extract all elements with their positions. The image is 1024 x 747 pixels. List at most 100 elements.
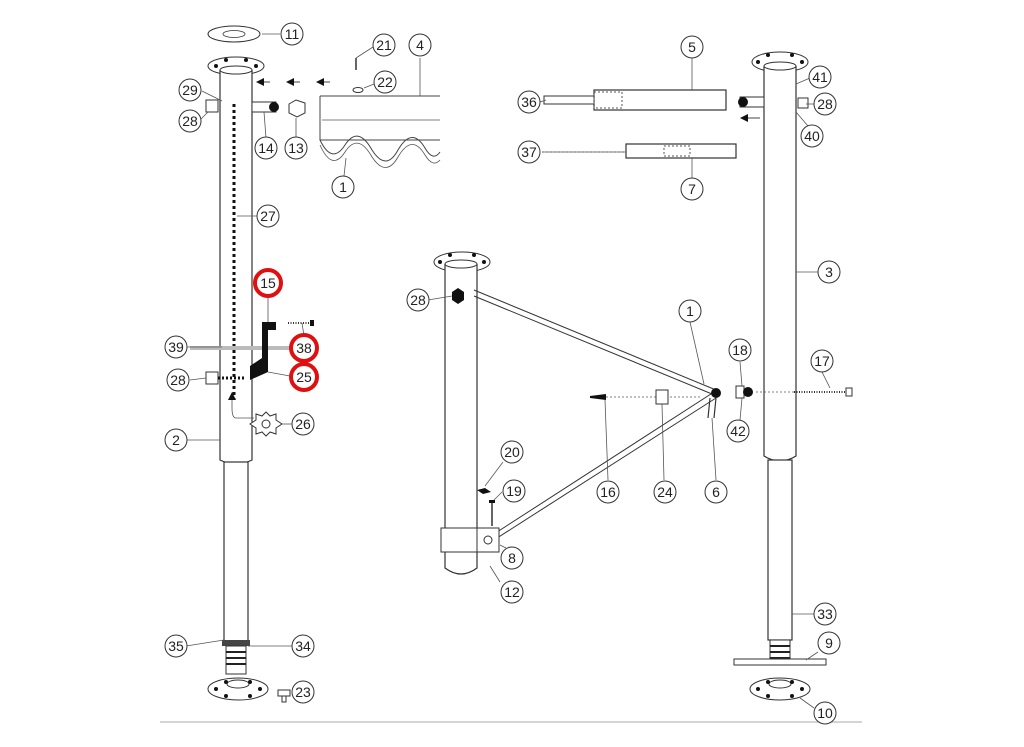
- svg-text:15: 15: [260, 275, 276, 291]
- svg-text:4: 4: [416, 37, 424, 53]
- svg-text:19: 19: [506, 483, 522, 499]
- svg-text:8: 8: [508, 550, 516, 566]
- callout-28: 28: [178, 109, 202, 133]
- arm-tubes-assembly: [542, 89, 760, 159]
- callout-28-lower: 28: [166, 368, 190, 392]
- svg-text:10: 10: [817, 705, 833, 721]
- svg-text:12: 12: [504, 584, 520, 600]
- support-bracket-assembly: [433, 251, 721, 575]
- callout-3: 3: [817, 260, 841, 284]
- leader-lines-left: [185, 33, 421, 647]
- svg-text:9: 9: [825, 635, 833, 651]
- svg-text:27: 27: [260, 208, 276, 224]
- svg-text:34: 34: [295, 638, 311, 654]
- insertion-arrows: [256, 78, 330, 86]
- callout-10: 10: [813, 701, 837, 725]
- lower-tube: [223, 461, 249, 643]
- svg-text:2: 2: [172, 432, 180, 448]
- leader-lines-center: [427, 295, 717, 583]
- callout-21: 21: [372, 33, 396, 57]
- callout-41: 41: [808, 65, 832, 89]
- callouts: 11 21 4 22 29 28 14 13 1 27 15 38 39 28 …: [164, 22, 841, 725]
- callout-5: 5: [680, 35, 704, 59]
- callout-7: 7: [680, 177, 704, 201]
- svg-text:42: 42: [730, 423, 746, 439]
- right-lower-tube: [767, 459, 793, 641]
- svg-text:5: 5: [688, 39, 696, 55]
- svg-text:39: 39: [168, 339, 184, 355]
- gear-wheel-part: [249, 411, 283, 437]
- leader-lines-right: [739, 77, 831, 709]
- callout-14: 14: [254, 136, 278, 160]
- callout-13: 13: [284, 136, 308, 160]
- svg-text:13: 13: [288, 140, 304, 156]
- svg-text:6: 6: [712, 484, 720, 500]
- inner-arm-tube: [625, 143, 737, 159]
- callout-9: 9: [817, 631, 841, 655]
- arm-tube-part: [593, 89, 727, 111]
- svg-text:11: 11: [285, 26, 300, 42]
- svg-text:21: 21: [376, 37, 392, 53]
- svg-text:37: 37: [521, 144, 537, 160]
- callout-27: 27: [256, 204, 280, 228]
- right-pole-assembly: [733, 51, 853, 701]
- callout-17: 17: [810, 349, 834, 373]
- callout-2: 2: [164, 428, 188, 452]
- callout-20: 20: [500, 440, 524, 464]
- callout-8: 8: [500, 546, 524, 570]
- callout-12: 12: [500, 580, 524, 604]
- svg-text:20: 20: [504, 444, 520, 460]
- svg-text:28: 28: [817, 96, 833, 112]
- callout-28-right: 28: [813, 92, 837, 116]
- svg-text:18: 18: [732, 342, 748, 358]
- right-base-plate: [749, 677, 811, 701]
- svg-text:3: 3: [825, 264, 833, 280]
- svg-text:22: 22: [377, 74, 393, 90]
- callout-1: 1: [331, 175, 355, 199]
- callout-16: 16: [596, 480, 620, 504]
- svg-text:33: 33: [817, 606, 833, 622]
- callout-42: 42: [726, 419, 750, 443]
- callout-4: 4: [408, 33, 432, 57]
- callout-28-center: 28: [406, 288, 430, 312]
- callout-37: 37: [517, 140, 541, 164]
- callout-34: 34: [291, 634, 315, 658]
- callout-40: 40: [800, 124, 824, 148]
- svg-text:28: 28: [410, 292, 426, 308]
- svg-text:23: 23: [295, 684, 311, 700]
- svg-text:24: 24: [657, 484, 673, 500]
- svg-text:41: 41: [812, 69, 828, 85]
- callout-18: 18: [728, 338, 752, 362]
- svg-text:36: 36: [521, 94, 537, 110]
- upper-tube: [219, 70, 253, 465]
- callout-29: 29: [178, 78, 202, 102]
- callout-25-highlighted: 25: [289, 362, 319, 392]
- right-upper-tube: [763, 66, 797, 462]
- svg-text:7: 7: [688, 181, 696, 197]
- callout-15-highlighted: 15: [253, 268, 283, 298]
- end-cap-part: [288, 99, 306, 118]
- svg-text:1: 1: [339, 179, 347, 195]
- bracket-post: [444, 264, 478, 575]
- leader-lines-top-middle: [539, 58, 693, 178]
- svg-text:38: 38: [296, 340, 312, 356]
- svg-text:40: 40: [804, 128, 820, 144]
- svg-text:28: 28: [170, 372, 186, 388]
- left-pole-assembly: [190, 25, 441, 703]
- svg-text:1: 1: [686, 303, 694, 319]
- callout-38-highlighted: 38: [289, 333, 319, 363]
- callout-33: 33: [813, 602, 837, 626]
- callout-35: 35: [164, 634, 188, 658]
- callout-22: 22: [373, 70, 397, 94]
- svg-text:28: 28: [182, 113, 198, 129]
- callout-36: 36: [517, 90, 541, 114]
- base-plate: [207, 677, 269, 701]
- tee-handle-part: [733, 658, 827, 666]
- callout-19: 19: [502, 479, 526, 503]
- callout-11: 11: [280, 22, 304, 46]
- svg-text:26: 26: [295, 416, 311, 432]
- svg-text:17: 17: [814, 353, 830, 369]
- svg-text:14: 14: [258, 140, 274, 156]
- svg-text:35: 35: [168, 638, 184, 654]
